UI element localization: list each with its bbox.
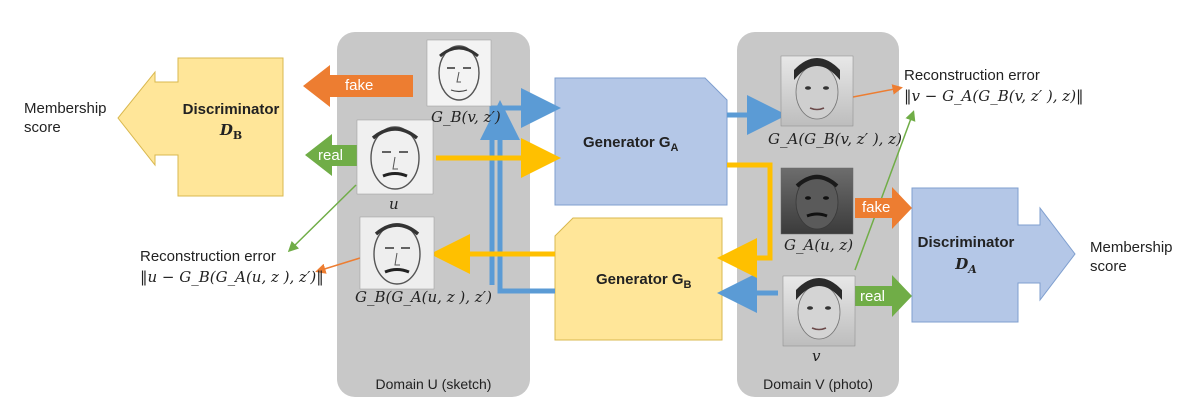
face-image-gb-v-z [426, 39, 492, 107]
face-image-ga-u-z [780, 167, 854, 235]
discriminator-b-title: Discriminator [182, 101, 280, 118]
fake-tag-right: fake [862, 199, 891, 216]
generator-b-name: Generator G [596, 271, 684, 288]
face-image-gb-ga-u [359, 216, 435, 290]
caption-v: v [812, 347, 821, 365]
real-tag-right: real [860, 288, 886, 305]
caption-u: u [389, 195, 399, 213]
generator-a-label: Generator GA [583, 134, 678, 154]
membership-score-left: Membership score [24, 99, 119, 137]
yellow-arrow-gen-a-down-loop [717, 162, 773, 278]
fake-arrow-right [855, 187, 912, 229]
face-image-v [782, 275, 856, 347]
reconstruction-left-title: Reconstruction error [140, 248, 276, 265]
discriminator-b-letter: D [219, 121, 233, 139]
green-line-u-to-recon [287, 184, 357, 253]
discriminator-b-symbol: DB [180, 121, 282, 142]
reconstruction-left-formula: ‖u − G_B(G_A(u, z ), z′)‖ [140, 268, 324, 286]
generator-a-name: Generator G [583, 134, 671, 151]
real-arrow-right [855, 275, 912, 317]
generator-a-box [554, 77, 728, 206]
caption-ga-gb-v: G_A(G_B(v, z′ ), z) [768, 130, 902, 148]
membership-left-line1: Membership [24, 100, 107, 117]
fake-arrow-left [303, 65, 413, 107]
membership-right-line2: score [1090, 258, 1127, 275]
real-arrow-left [305, 134, 362, 176]
reconstruction-right-title: Reconstruction error [904, 67, 1040, 84]
membership-score-right: Membership score [1090, 238, 1190, 276]
discriminator-a-symbol: DA [914, 255, 1018, 276]
caption-gb-v-z: G_B(v, z′) [431, 108, 501, 126]
generator-b-label: Generator GB [596, 271, 691, 291]
discriminator-a-letter: D [955, 255, 969, 273]
caption-ga-u-z: G_A(u, z) [784, 236, 854, 254]
reconstruction-right-formula: ‖v − G_A(G_B(v, z′ ), z)‖ [904, 87, 1084, 105]
domain-v-caption: Domain V (photo) [763, 376, 873, 392]
fake-tag-left: fake [345, 77, 374, 94]
caption-gb-ga-u: G_B(G_A(u, z ), z′) [355, 288, 492, 306]
blue-arrow-from-generator-b [480, 100, 555, 294]
real-tag-left: real [318, 147, 344, 164]
orange-line-recon-left [315, 257, 361, 274]
orange-line-recon-right [852, 84, 903, 98]
discriminator-b-index: B [232, 129, 243, 142]
generator-a-sub: A [670, 142, 679, 154]
membership-right-line1: Membership [1090, 239, 1173, 256]
discriminator-b-shape [117, 57, 284, 197]
domain-u-caption: Domain U (sketch) [375, 376, 492, 392]
face-image-ga-gb-v [780, 55, 854, 127]
face-image-u [356, 119, 434, 195]
generator-b-sub: B [683, 279, 692, 291]
generator-b-box [554, 217, 723, 341]
discriminator-a-title: Discriminator [917, 234, 1015, 251]
discriminator-a-shape [911, 187, 1076, 323]
green-line-v-to-recon [854, 110, 916, 271]
discriminator-a-index: A [968, 263, 977, 276]
membership-left-line2: score [24, 119, 61, 136]
